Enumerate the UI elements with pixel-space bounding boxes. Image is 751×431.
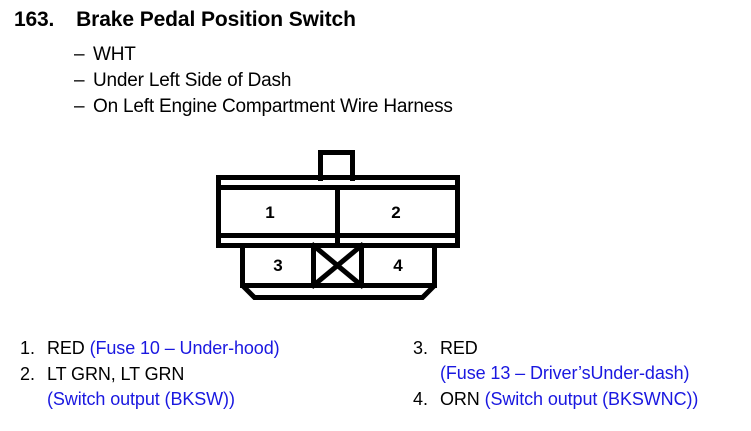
circuit-note-text: (Fuse 13 – Driver’sUnder-dash) [440,363,690,383]
header-detail-text: Under Left Side of Dash [93,70,292,91]
legend-item-line: ORN (Switch output (BKSWNC)) [440,387,751,412]
cavity-label-3: 3 [273,256,282,275]
legend-item: 2. LT GRN, LT GRN (Switch output (BKSW)) [20,362,410,412]
legend-item-line: LT GRN, LT GRN [47,362,410,387]
legend-item: 3. RED (Fuse 13 – Driver’sUnder-dash) [413,336,751,386]
page-title-number: 163. [14,8,55,31]
header-detail-list: –WHT–Under Left Side of Dash–On Left Eng… [74,42,453,120]
circuit-note-text: (Switch output (BKSW)) [47,389,235,409]
wire-color-text: RED [47,338,90,358]
legend-item: 1. RED (Fuse 10 – Under-hood) [20,336,410,361]
legend-item-number: 3. [413,338,429,358]
circuit-note-text: (Fuse 10 – Under-hood) [89,338,280,358]
page-title: 163. Brake Pedal Position Switch [14,8,356,32]
header-detail-dash: – [74,44,85,65]
legend-column-right: 3. RED (Fuse 13 – Driver’sUnder-dash) 4. ORN… [413,336,751,413]
wire-color-text: LT GRN, LT GRN [47,364,185,384]
legend-item-number: 2. [20,364,36,384]
header-detail-dash: – [74,96,85,117]
legend-item-line: (Switch output (BKSW)) [47,387,410,412]
legend-item-number: 1. [20,338,36,358]
wire-color-text: ORN [440,389,485,409]
legend-column-left: 1. RED (Fuse 10 – Under-hood) 2. LT GRN, LT… [20,336,410,413]
cavity-label-4: 4 [393,256,403,275]
connector-lower-body [240,243,437,300]
wire-color-text: RED [440,338,478,358]
blank-cavity-x-stroke-2 [309,241,366,290]
legend-item-number: 4. [413,389,429,409]
header-detail-dash: – [74,70,85,91]
header-detail-item: –WHT [74,42,453,68]
circuit-note-text: (Switch output (BKSWNC)) [484,389,699,409]
page-title-text: Brake Pedal Position Switch [76,8,356,31]
header-detail-text: WHT [93,44,136,65]
header-detail-item: –Under Left Side of Dash [74,68,453,94]
legend-item-line: RED [440,336,751,361]
legend-item-line: RED (Fuse 10 – Under-hood) [47,336,410,361]
cavity-label-2: 2 [391,203,400,222]
cavity-label-1: 1 [265,203,274,222]
header-detail-text: On Left Engine Compartment Wire Harness [93,96,453,117]
legend-item: 4. ORN (Switch output (BKSWNC)) [413,387,751,412]
connector-diagram: 1 2 3 4 [200,142,480,312]
legend: 1. RED (Fuse 10 – Under-hood) 2. LT GRN, LT… [0,336,751,431]
header-detail-item: –On Left Engine Compartment Wire Harness [74,94,453,120]
legend-item-line: (Fuse 13 – Driver’sUnder-dash) [440,361,751,386]
connector-top-tab [318,150,355,181]
